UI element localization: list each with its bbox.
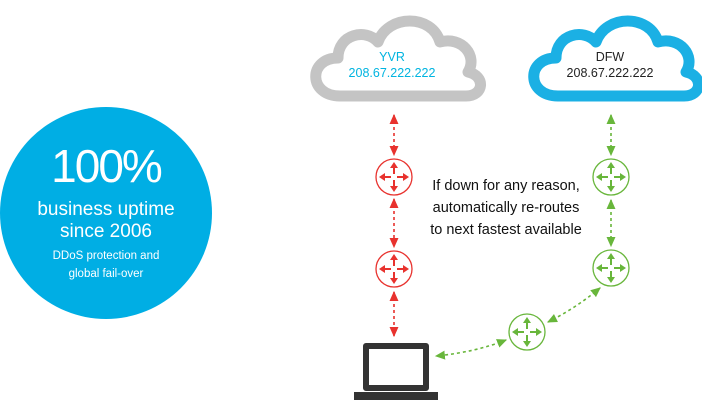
green-link-router3-laptop — [434, 339, 508, 360]
uptime-since: since 2006 — [60, 221, 152, 242]
dfw-cloud-name: DFW — [595, 50, 625, 64]
ddos-caption: DDoS protection and — [52, 250, 160, 262]
failover-caption: global fail-over — [68, 268, 144, 280]
router-icon — [508, 313, 546, 351]
laptop-icon — [354, 343, 438, 400]
router-icon — [592, 158, 630, 196]
reroute-note-line2: automatically re-routes — [432, 200, 580, 216]
yvr-cloud-icon — [310, 15, 486, 102]
reroute-note-line1: If down for any reason, — [432, 178, 580, 194]
router-icon — [592, 249, 630, 287]
uptime-subtitle: business uptime — [37, 199, 175, 220]
router-icon — [375, 250, 413, 288]
router-icon — [375, 158, 413, 196]
reroute-note-line3: to next fastest available — [430, 222, 582, 238]
yvr-cloud-ip: 208.67.222.222 — [348, 66, 436, 80]
stat-circle — [0, 107, 212, 319]
green-link-router2-router3 — [546, 287, 601, 323]
yvr-cloud-name: YVR — [379, 50, 405, 64]
dfw-cloud-icon — [528, 15, 702, 102]
dfw-cloud-ip: 208.67.222.222 — [566, 66, 654, 80]
uptime-headline: 100% — [51, 140, 163, 192]
